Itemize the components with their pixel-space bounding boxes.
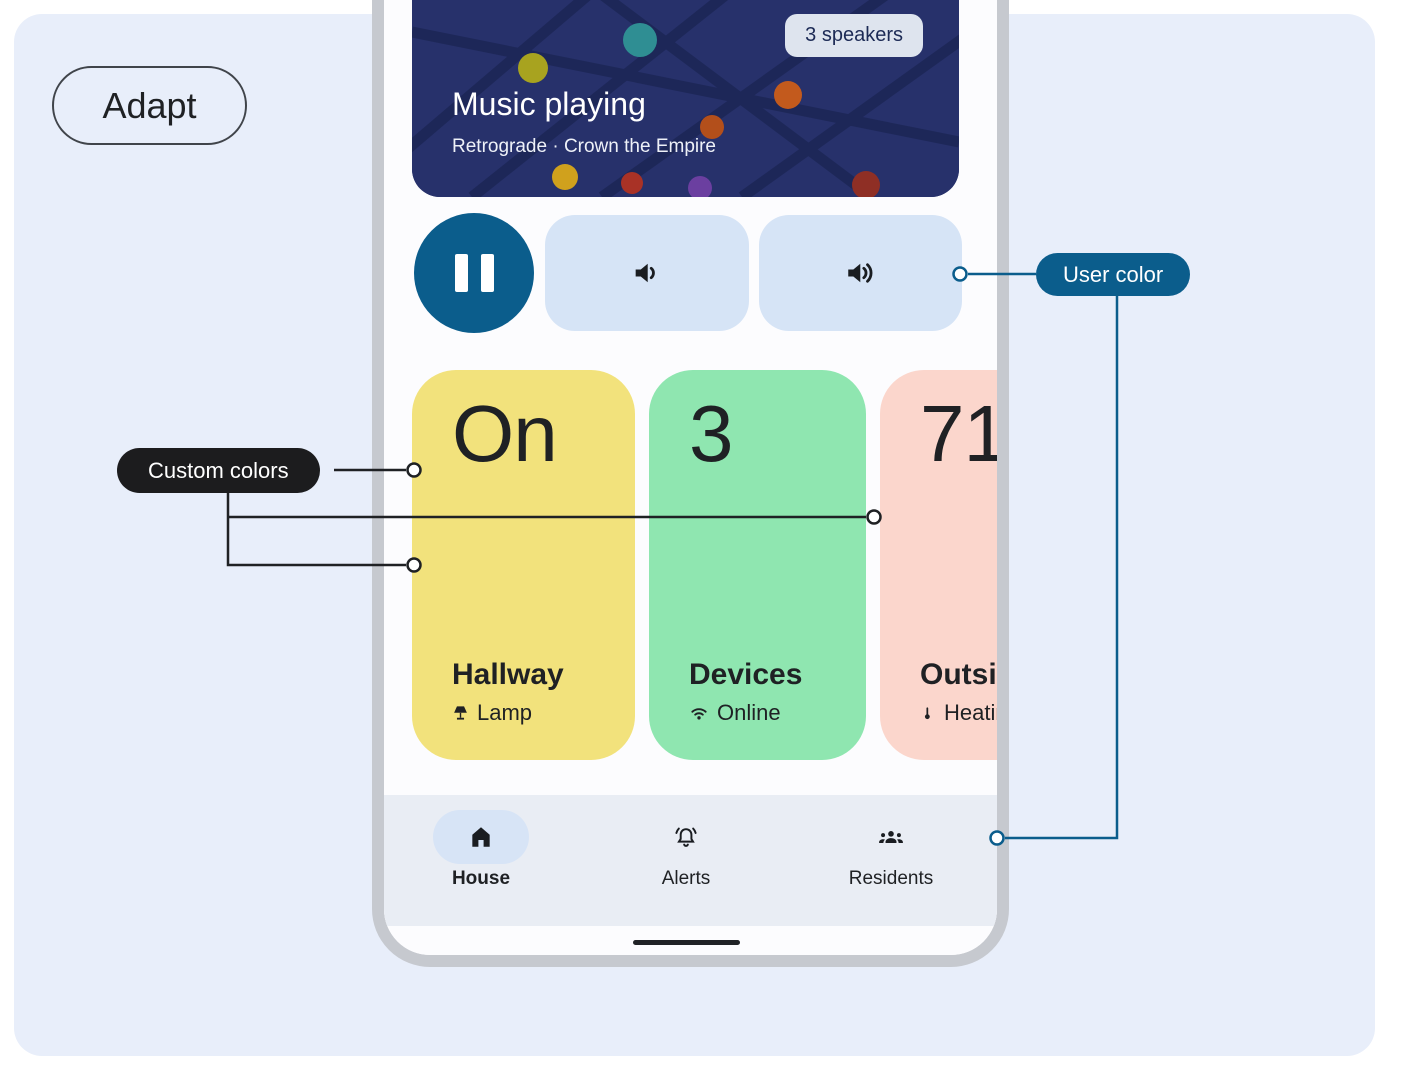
thermometer-icon: [924, 707, 930, 720]
tile-value: 3: [689, 389, 733, 478]
tile-subtitle-text: Online: [717, 700, 781, 725]
bottom-nav: House Alerts: [384, 795, 997, 926]
volume-up-icon: [847, 263, 872, 283]
tile-subtitle: Online: [689, 700, 781, 726]
user-color-callout-text: User color: [1063, 261, 1164, 287]
nav-item-alerts[interactable]: Alerts: [616, 810, 756, 890]
tile-title: Devices: [689, 658, 803, 691]
tile-subtitle: Heating: [920, 700, 997, 726]
tile-value: On: [452, 389, 558, 478]
phone-frame: 3 speakers Music playing Retrograde · Cr…: [372, 0, 1009, 967]
nav-label: House: [451, 868, 511, 889]
custom-colors-callout-text: Custom colors: [148, 457, 289, 483]
nav-item-house[interactable]: House: [411, 810, 551, 890]
lamp-icon: [454, 705, 467, 720]
tile-subtitle: Lamp: [452, 700, 532, 726]
device-tiles: On Hallway Lamp 3 Devices: [412, 370, 997, 760]
home-indicator[interactable]: [633, 940, 740, 945]
custom-colors-callout: Custom colors: [117, 448, 320, 493]
tile-subtitle-text: Lamp: [477, 700, 533, 725]
house-icon: [472, 827, 490, 847]
tile-value: 71: [920, 389, 997, 478]
pause-button[interactable]: [414, 213, 534, 333]
volume-down-icon: [635, 263, 655, 283]
residents-icon: [879, 831, 903, 843]
music-note-icon: [456, 0, 500, 3]
user-color-callout: User color: [1036, 253, 1191, 296]
nav-item-residents[interactable]: Residents: [821, 810, 961, 890]
bell-icon: [675, 827, 697, 847]
nav-label: Residents: [848, 868, 934, 889]
wifi-icon: [691, 708, 707, 720]
media-title: Music playing: [452, 86, 646, 122]
pause-icon: [480, 254, 494, 292]
pause-icon: [454, 254, 468, 292]
tile-outside[interactable]: 71 Outside Heating: [880, 370, 997, 760]
tile-title: Hallway: [452, 658, 564, 691]
tile-subtitle-text: Heating: [944, 700, 997, 725]
adapt-label-text: Adapt: [102, 84, 197, 126]
speakers-badge[interactable]: 3 speakers: [785, 14, 923, 57]
nav-label: Alerts: [661, 868, 711, 889]
tile-devices[interactable]: 3 Devices Online: [649, 370, 866, 760]
volume-up-button[interactable]: [759, 215, 962, 331]
volume-down-button[interactable]: [545, 215, 749, 331]
media-card[interactable]: 3 speakers Music playing Retrograde · Cr…: [412, 0, 959, 197]
nav-active-pill: [433, 810, 529, 864]
phone-screen: 3 speakers Music playing Retrograde · Cr…: [384, 0, 997, 955]
tile-title: Outside: [920, 658, 997, 691]
adapt-label: Adapt: [52, 66, 247, 145]
tile-hallway[interactable]: On Hallway Lamp: [412, 370, 635, 760]
media-subtitle: Retrograde · Crown the Empire: [452, 136, 716, 157]
speakers-badge-text: 3 speakers: [805, 24, 903, 46]
